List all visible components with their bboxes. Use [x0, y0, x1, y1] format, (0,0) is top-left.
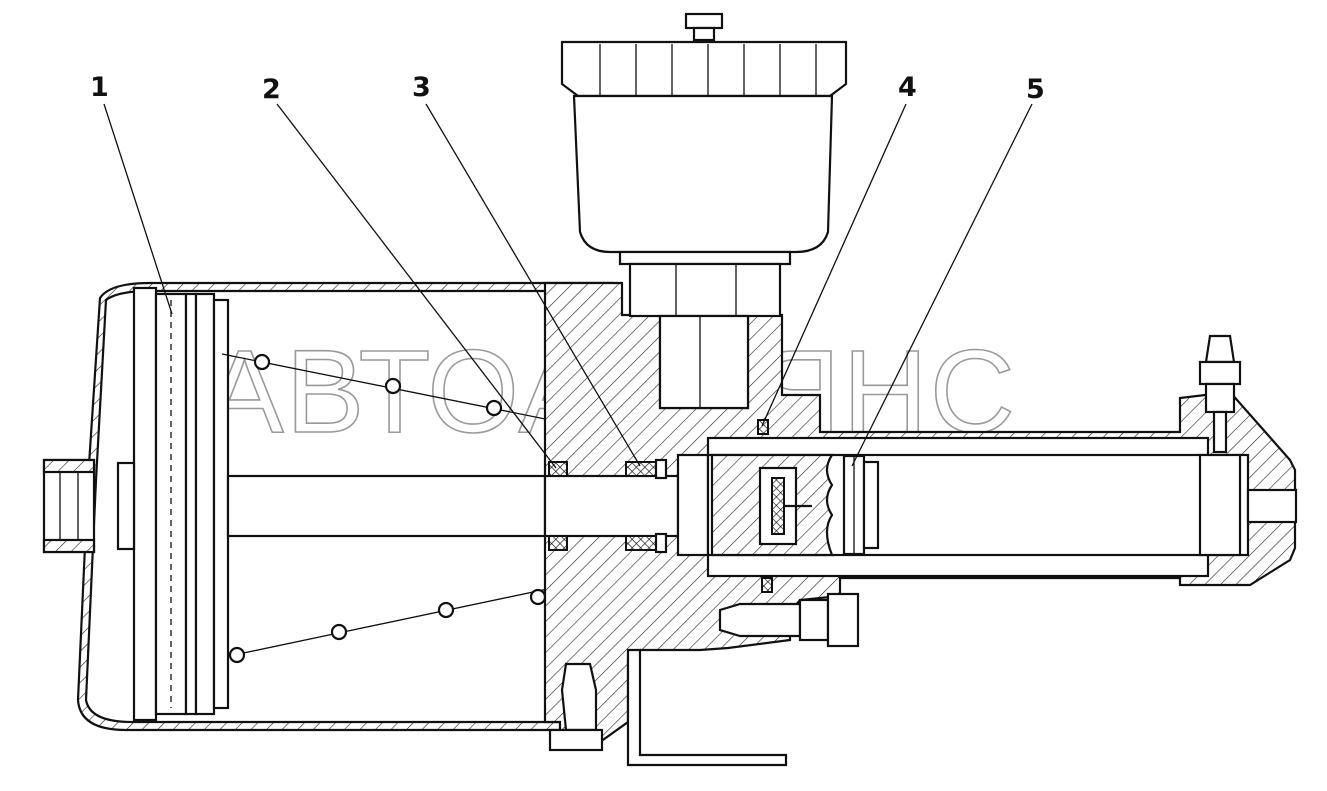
fluid-reservoir	[560, 12, 848, 410]
mounting-bracket	[626, 648, 788, 767]
callout-1: 1	[90, 72, 109, 103]
callout-2: 2	[262, 74, 281, 105]
mounting-bolt	[718, 592, 860, 648]
rod-seals	[548, 458, 668, 554]
piston	[116, 286, 230, 722]
o-ring-lower	[761, 577, 773, 593]
callout-3: 3	[412, 72, 431, 103]
left-end-fitting	[42, 458, 96, 554]
leader-lines	[103, 103, 1033, 469]
bleeder-valve	[1198, 334, 1242, 454]
o-ring-upper	[757, 419, 769, 435]
drain-plug	[548, 662, 604, 752]
callout-5: 5	[1026, 74, 1045, 105]
master-plunger	[710, 453, 1242, 557]
callout-4: 4	[898, 72, 917, 103]
